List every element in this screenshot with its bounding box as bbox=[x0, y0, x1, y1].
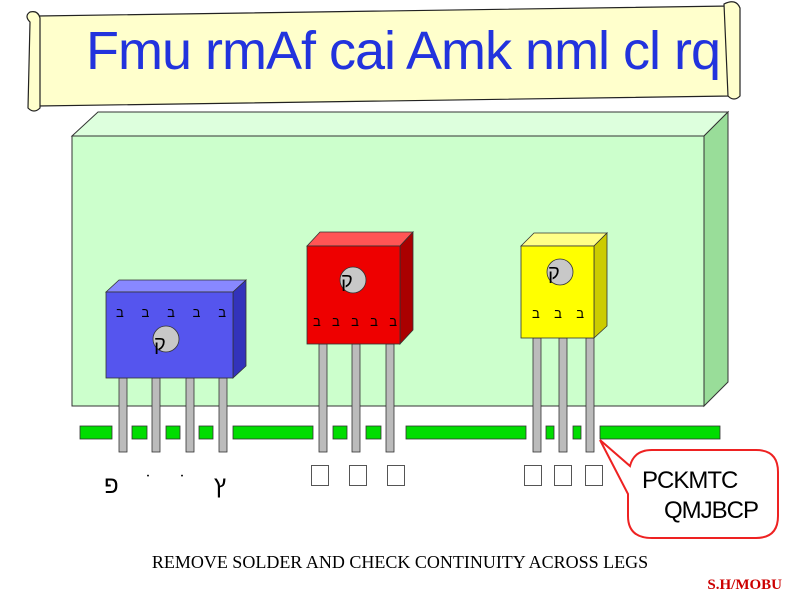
pad bbox=[131, 425, 148, 440]
pad bbox=[599, 425, 721, 440]
glyph: ב bbox=[116, 305, 124, 320]
missing-glyph-box bbox=[554, 465, 572, 486]
blue-component bbox=[104, 279, 248, 453]
missing-glyph-box bbox=[524, 465, 542, 486]
missing-glyph-box bbox=[349, 465, 367, 486]
yellow-top-glyphs: ב ב ב bbox=[532, 306, 584, 321]
glyph: ב bbox=[370, 314, 378, 329]
glyph: ב bbox=[218, 305, 226, 320]
red-top-glyphs: ב ב ב ב ב bbox=[313, 314, 397, 329]
glyph: ב bbox=[576, 306, 584, 321]
pad bbox=[365, 425, 382, 440]
knob bbox=[339, 266, 367, 294]
pad bbox=[332, 425, 348, 440]
credit-label: S.H/MOBU bbox=[707, 577, 782, 593]
leg bbox=[318, 343, 328, 453]
knob bbox=[152, 325, 180, 353]
yellow-component bbox=[520, 232, 608, 453]
callout-line-1: PCKMTC bbox=[642, 467, 738, 494]
yellow-knob-glyph: ק bbox=[548, 262, 560, 284]
glyph: ב bbox=[389, 314, 397, 329]
blue-top-glyphs: ב ב ב ב ב bbox=[116, 305, 226, 320]
callout-text: PCKMTC QMJBCP bbox=[640, 466, 780, 526]
glyph: ב bbox=[192, 305, 201, 320]
instruction-caption: REMOVE SOLDER AND CHECK CONTINUITY ACROS… bbox=[151, 552, 649, 572]
leg bbox=[218, 377, 228, 453]
missing-glyph-box bbox=[311, 465, 329, 486]
leg bbox=[385, 343, 395, 453]
glyph: ב bbox=[351, 314, 359, 329]
solder-pads bbox=[79, 425, 721, 440]
blue-knob-glyph: ק bbox=[154, 333, 166, 355]
pin-label: פ bbox=[104, 472, 119, 499]
glyph: ב bbox=[332, 314, 340, 329]
leg bbox=[185, 377, 195, 453]
missing-glyph-box bbox=[387, 465, 405, 486]
pad bbox=[198, 425, 214, 440]
pad bbox=[545, 425, 555, 440]
pad bbox=[572, 425, 582, 440]
leg bbox=[558, 337, 568, 453]
glyph: ב bbox=[167, 305, 175, 320]
leg bbox=[351, 343, 361, 453]
leg bbox=[151, 377, 161, 453]
pad bbox=[165, 425, 181, 440]
title-scroll bbox=[26, 1, 741, 112]
red-knob-glyph: ק bbox=[341, 270, 353, 292]
callout-bubble bbox=[599, 439, 779, 539]
glyph: ב bbox=[532, 306, 540, 321]
leg bbox=[585, 337, 595, 453]
pad bbox=[79, 425, 113, 440]
pad bbox=[405, 425, 527, 440]
callout-line-2: QMJBCP bbox=[664, 497, 759, 524]
pin-label: ץ bbox=[214, 472, 227, 499]
glyph: ב bbox=[313, 314, 321, 329]
leg bbox=[118, 377, 128, 453]
red-component bbox=[306, 230, 414, 453]
page-title: Fmu rmAf cai Amk nml cl rq bbox=[86, 21, 721, 81]
leg bbox=[532, 337, 542, 453]
pad bbox=[232, 425, 314, 440]
knob bbox=[546, 258, 574, 286]
glyph: ב bbox=[141, 305, 150, 320]
glyph: ב bbox=[554, 306, 562, 321]
missing-glyph-box bbox=[585, 465, 603, 486]
